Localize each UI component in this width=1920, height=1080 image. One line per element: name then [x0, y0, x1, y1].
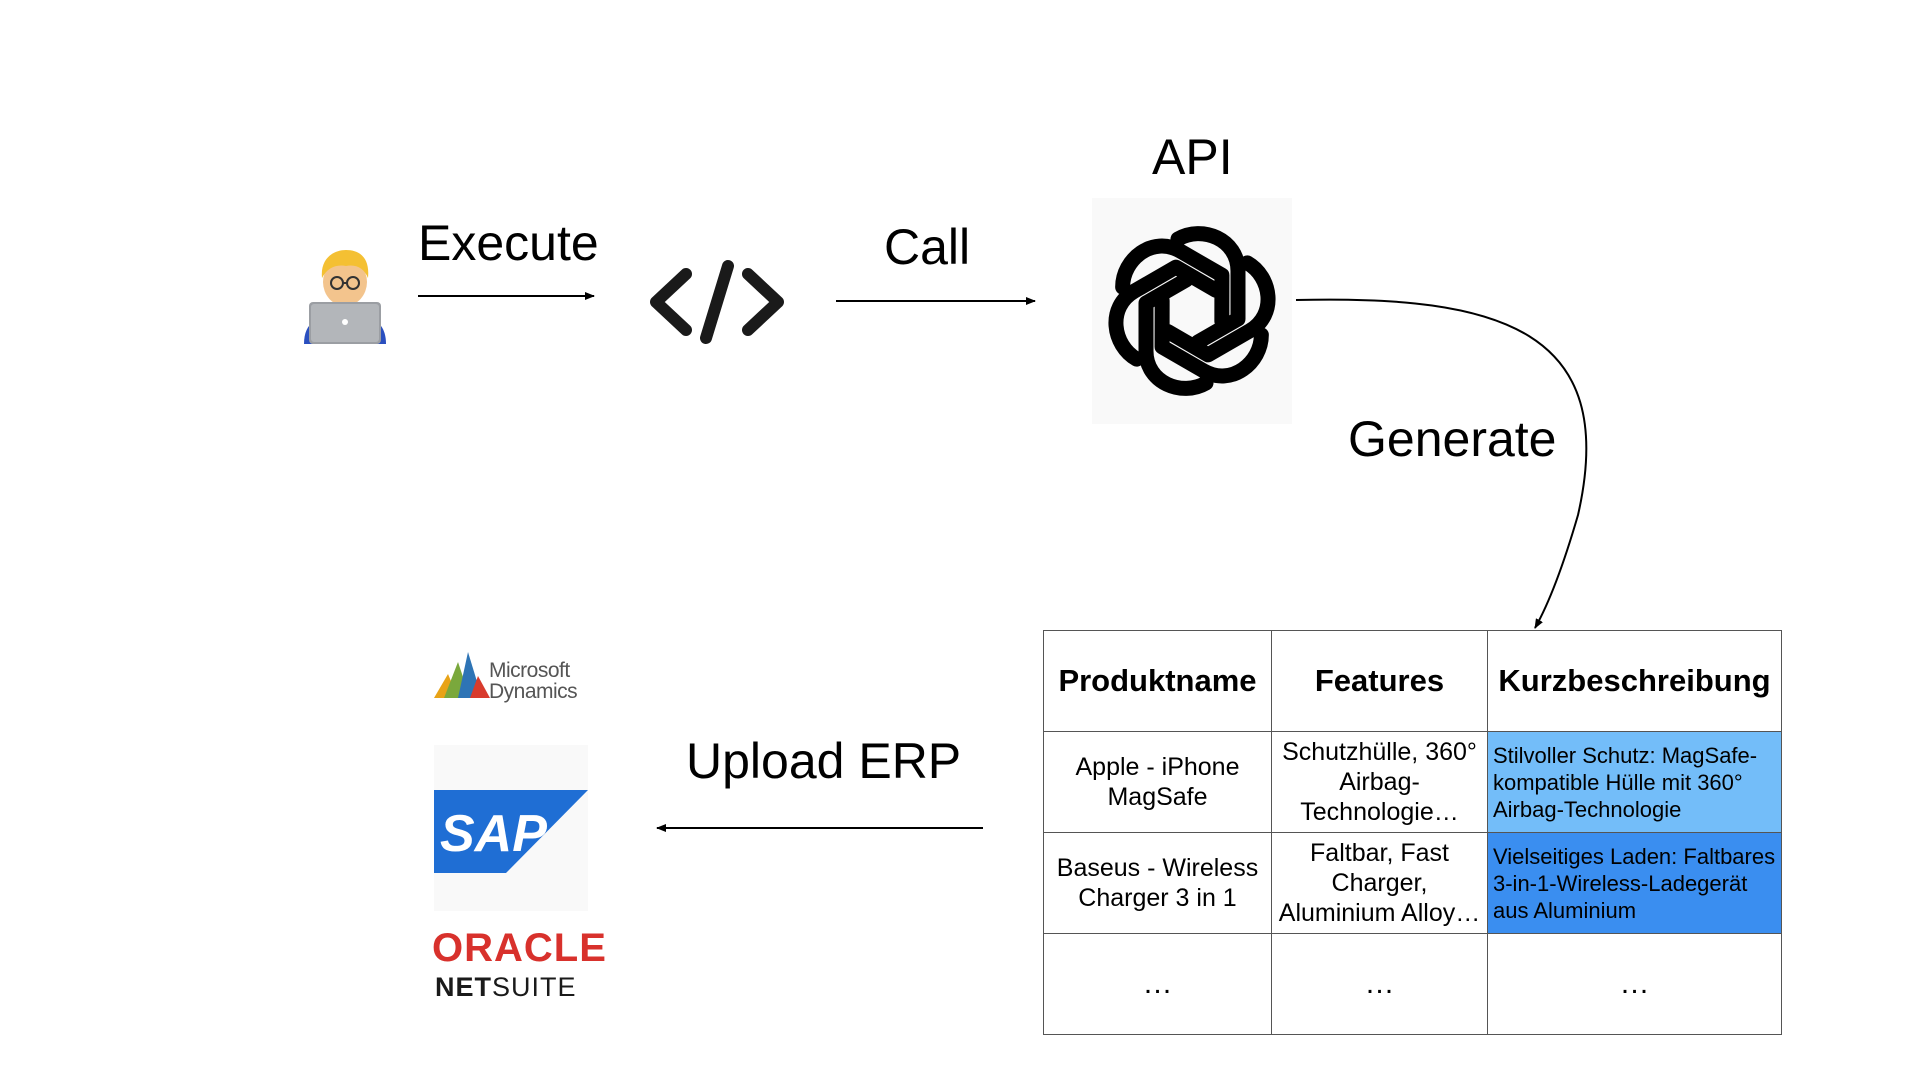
cell-features: Faltbar, Fast Charger, Aluminium Alloy… [1271, 832, 1488, 934]
header-produktname: Produktname [1043, 630, 1272, 732]
upload-erp-label: Upload ERP [686, 733, 962, 789]
generate-arrow [1295, 298, 1588, 629]
table-row: Apple - iPhone MagSafe Schutzhülle, 360°… [1043, 731, 1782, 833]
sap-logo-text: SAP [440, 805, 547, 863]
header-features: Features [1271, 630, 1488, 732]
developer-emoji-icon [304, 250, 386, 344]
api-logo-tile [1092, 198, 1292, 424]
openai-logo-icon [1108, 226, 1276, 396]
cell-ellipsis: … [1043, 933, 1272, 1035]
cell-ellipsis: … [1271, 933, 1488, 1035]
call-label: Call [884, 219, 971, 275]
header-kurzbeschreibung: Kurzbeschreibung [1487, 630, 1782, 732]
microsoft-dynamics-logo-icon [434, 652, 490, 698]
table-header-row: Produktname Features Kurzbeschreibung [1043, 630, 1782, 732]
cell-produktname: Baseus - Wireless Charger 3 in 1 [1043, 832, 1272, 934]
api-label: API [1152, 129, 1233, 185]
cell-kurzbeschreibung: Stilvoller Schutz: MagSafe- kompatible H… [1487, 731, 1782, 833]
cell-features: Schutzhülle, 360° Airbag- Technologie… [1271, 731, 1488, 833]
netsuite-logo-text: NETSUITE [435, 972, 577, 1002]
cell-kurzbeschreibung: Vielseitiges Laden: Faltbares 3-in-1-Wir… [1487, 832, 1782, 934]
microsoft-dynamics-text: Microsoft Dynamics [489, 659, 578, 703]
sap-logo-icon: SAP [434, 790, 588, 873]
generate-label: Generate [1348, 411, 1557, 467]
code-brackets-icon [650, 260, 784, 344]
cell-ellipsis: … [1487, 933, 1782, 1035]
oracle-logo-text: ORACLE [432, 926, 607, 970]
table-row: … … … [1043, 933, 1782, 1035]
table-row: Baseus - Wireless Charger 3 in 1 Faltbar… [1043, 832, 1782, 934]
execute-label: Execute [418, 215, 599, 271]
product-table: Produktname Features Kurzbeschreibung Ap… [1043, 630, 1782, 1035]
sap-logo-tile: SAP [434, 745, 588, 911]
cell-produktname: Apple - iPhone MagSafe [1043, 731, 1272, 833]
